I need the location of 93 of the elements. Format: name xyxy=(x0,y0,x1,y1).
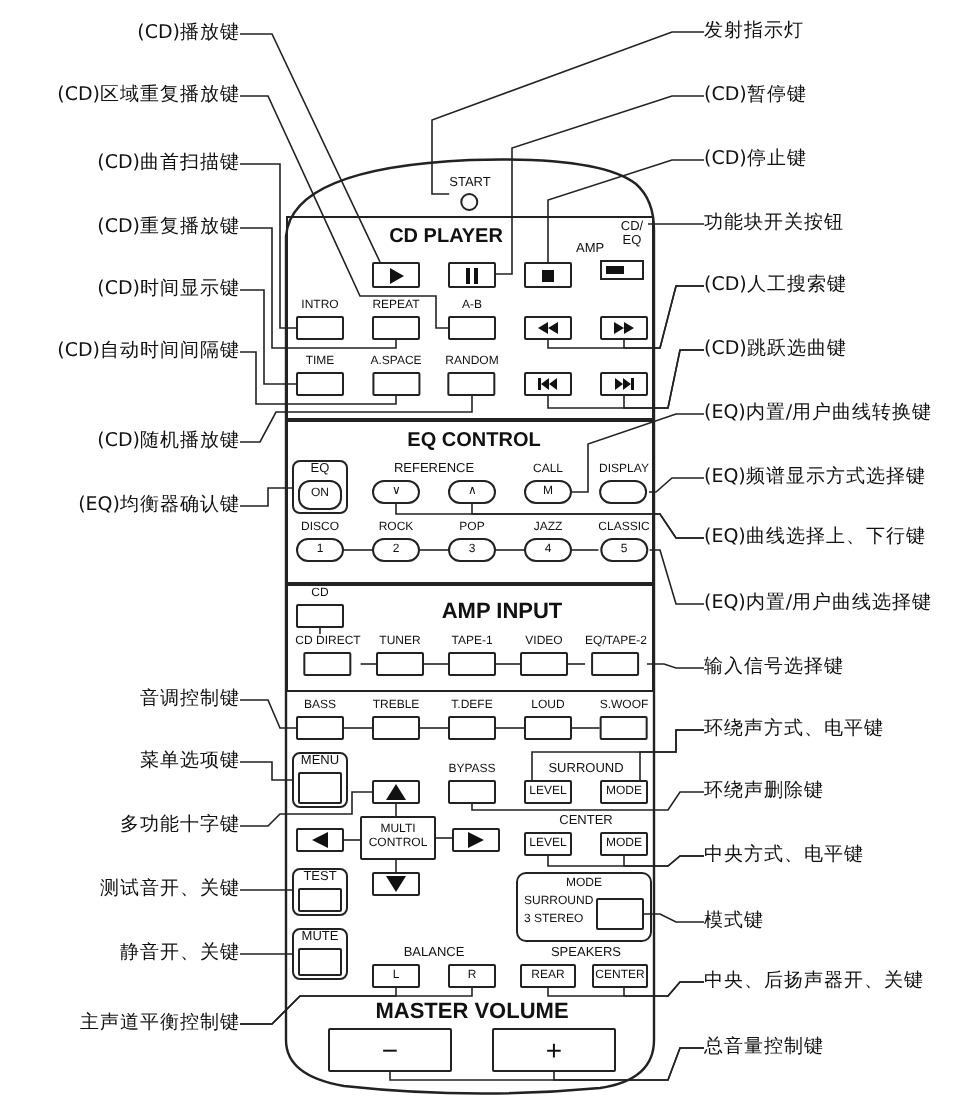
button-panel xyxy=(292,460,348,514)
group-label: MASTER VOLUME xyxy=(375,1000,569,1024)
remote-button: − xyxy=(328,1028,452,1072)
leader-line xyxy=(553,1047,705,1081)
connector-line xyxy=(495,727,525,729)
callout-label: 发射指示灯 xyxy=(704,20,804,44)
connector-line xyxy=(495,663,521,665)
callout-label: (CD)自动时间间隔键 xyxy=(57,340,240,364)
callout-label: 总音量控制键 xyxy=(704,1036,824,1060)
callout-label: 模式键 xyxy=(704,910,764,934)
connector-line xyxy=(423,663,449,665)
callout-label: (CD)停止键 xyxy=(704,148,807,172)
callout-label: 中央方式、电平键 xyxy=(704,844,864,868)
connector-line xyxy=(419,727,449,729)
connector-line xyxy=(495,549,525,551)
callout-label: (CD)暂停键 xyxy=(704,84,807,108)
leader-line xyxy=(239,487,293,507)
callout-label: (CD)时间显示键 xyxy=(97,278,240,302)
callout-label: (CD)曲首扫描键 xyxy=(97,152,240,176)
callout-label: 中央、后扬声器开、关键 xyxy=(704,970,924,994)
leader-line xyxy=(648,549,705,605)
leader-line xyxy=(239,395,473,443)
callout-label: 菜单选项键 xyxy=(140,750,240,774)
leader-line xyxy=(239,987,473,1025)
section-panel xyxy=(286,216,654,420)
leader-line xyxy=(547,159,705,263)
connector-line xyxy=(571,727,601,729)
callout-label: (CD)区域重复播放键 xyxy=(57,84,240,108)
leader-line xyxy=(239,699,297,729)
leader-line xyxy=(239,163,297,329)
leader-line xyxy=(239,227,397,349)
leader-line xyxy=(623,349,705,409)
leader-line xyxy=(239,33,381,263)
callout-label: 环绕声删除键 xyxy=(704,780,824,804)
callout-label: (EQ)频谱显示方式选择键 xyxy=(704,466,926,490)
callout-label: 环绕声方式、电平键 xyxy=(704,718,884,742)
callout-label: (CD)随机播放键 xyxy=(97,430,240,454)
leader-line xyxy=(471,791,705,811)
leader-line xyxy=(623,855,705,867)
section-panel xyxy=(286,420,654,584)
callout-label: (CD)重复播放键 xyxy=(97,216,240,240)
leader-line xyxy=(643,913,705,923)
leader-line xyxy=(648,477,705,493)
leader-line xyxy=(639,729,705,781)
connector-line xyxy=(343,549,373,551)
remote-button: + xyxy=(492,1028,616,1072)
connector-line xyxy=(343,839,361,841)
callout-label: 测试音开、关键 xyxy=(100,878,240,902)
leader-line xyxy=(646,663,705,669)
callout-label: (EQ)内置/用户曲线转换键 xyxy=(704,402,933,426)
button-panel xyxy=(292,752,348,808)
connector-line xyxy=(343,727,373,729)
section-heading: AMP INPUT xyxy=(441,600,563,624)
callout-label: (EQ)均衡器确认键 xyxy=(78,494,240,518)
connector-line xyxy=(395,859,397,873)
leader-line xyxy=(239,953,293,955)
connector-line xyxy=(419,549,449,551)
callout-label: (CD)跳跃选曲键 xyxy=(704,338,847,362)
callout-label: 音调控制键 xyxy=(140,688,240,712)
leader-line xyxy=(623,285,705,349)
leader-line xyxy=(431,31,705,195)
connector-line xyxy=(571,549,600,551)
connector-line xyxy=(359,663,377,665)
callout-label: 输入信号选择键 xyxy=(704,656,844,680)
section-heading: EQ CONTROL xyxy=(407,430,541,454)
leader-line xyxy=(239,351,397,405)
leader-line xyxy=(471,503,705,539)
leader-line xyxy=(239,95,449,329)
leader-line xyxy=(495,95,705,275)
callout-label: 多功能十字键 xyxy=(120,814,240,838)
leader-line xyxy=(239,761,293,781)
connector-line xyxy=(567,663,586,665)
callout-label: (EQ)曲线选择上、下行键 xyxy=(704,526,926,550)
callout-label: (EQ)内置/用户曲线选择键 xyxy=(704,592,933,616)
leader-line xyxy=(239,889,293,891)
leader-line xyxy=(239,791,373,827)
leader-line xyxy=(571,413,705,493)
mode-panel xyxy=(516,872,652,942)
callout-label: 功能块开关按钮 xyxy=(704,212,844,236)
button-panel xyxy=(292,928,348,980)
section-heading: CD PLAYER xyxy=(389,226,503,250)
button-panel xyxy=(292,868,348,916)
leader-line xyxy=(239,289,297,385)
callout-label: (CD)播放键 xyxy=(137,22,240,46)
callout-label: 主声道平衡控制键 xyxy=(80,1012,240,1036)
connector-line xyxy=(435,837,453,839)
connector-line xyxy=(319,627,321,635)
section-panel xyxy=(286,584,654,692)
callout-label: 静音开、关键 xyxy=(120,942,240,966)
connector-line xyxy=(395,803,397,817)
leader-line xyxy=(647,223,705,225)
callout-label: (CD)人工搜索键 xyxy=(704,274,847,298)
leader-line xyxy=(623,981,705,997)
